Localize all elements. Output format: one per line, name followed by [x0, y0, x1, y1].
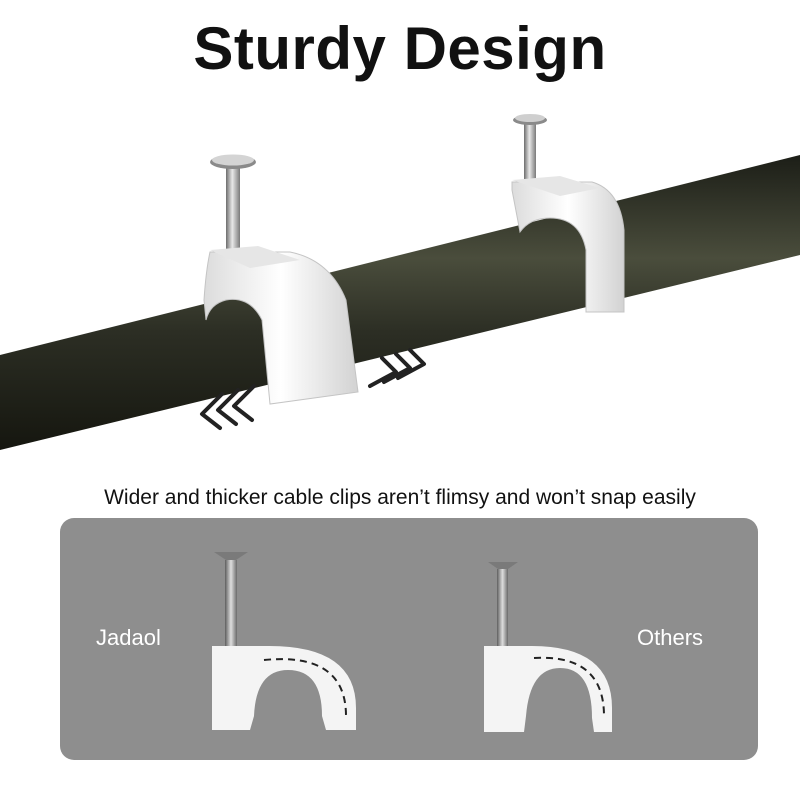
- cable-clip-front: [203, 154, 359, 405]
- subtitle: Wider and thicker cable clips aren’t fli…: [104, 486, 696, 509]
- chevron-arrows-icon: [200, 384, 256, 430]
- hero-illustration: [0, 114, 800, 450]
- nail-icon: [513, 114, 547, 192]
- cable-clip-icon: [484, 646, 612, 732]
- cable: [0, 155, 800, 450]
- others-clip: [484, 562, 612, 732]
- cable-clip-back: [511, 114, 625, 313]
- chevron-arrows-icon: [368, 348, 426, 388]
- jadaol-clip: [212, 552, 356, 730]
- page-title: Sturdy Design: [193, 15, 607, 82]
- comparison-panel: Jadaol Others: [60, 518, 758, 760]
- nail-icon: [210, 154, 256, 258]
- jadaol-label: Jadaol: [96, 625, 161, 650]
- cable-clip-icon: [212, 645, 356, 730]
- nail-icon: [214, 552, 248, 648]
- others-label: Others: [637, 625, 704, 650]
- nail-icon: [488, 562, 518, 649]
